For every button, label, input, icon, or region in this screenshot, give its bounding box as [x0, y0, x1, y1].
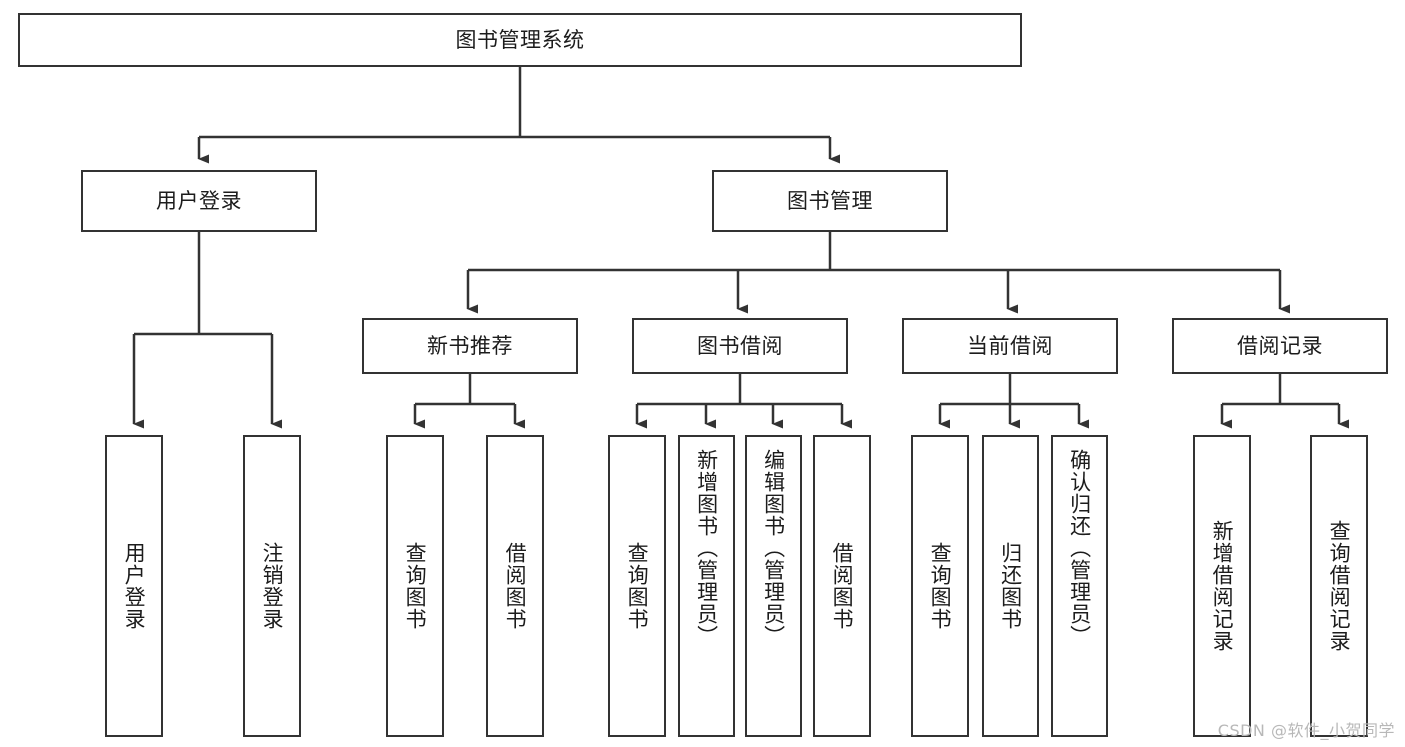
node-label: 当前借阅	[967, 333, 1053, 358]
node-leaf-return-book[interactable]: 归还图书	[982, 435, 1039, 737]
node-label: 查询图书	[403, 542, 428, 630]
node-borrow-record[interactable]: 借阅记录	[1172, 318, 1388, 374]
node-label: 借阅图书	[830, 542, 855, 630]
node-leaf-borrow-book[interactable]: 借阅图书	[813, 435, 871, 737]
node-leaf-add-borrow-record[interactable]: 新增借阅记录	[1193, 435, 1251, 737]
node-root-book-management-system[interactable]: 图书管理系统	[18, 13, 1022, 67]
node-label: 借阅记录	[1237, 333, 1323, 358]
node-label: 图书管理系统	[455, 27, 585, 52]
node-label: 查询借阅记录	[1327, 520, 1352, 652]
node-label: 图书管理	[787, 188, 873, 213]
node-label: 图书借阅	[697, 333, 783, 358]
node-leaf-user-login[interactable]: 用户登录	[105, 435, 163, 737]
node-leaf-query-book-recommend[interactable]: 查询图书	[386, 435, 444, 737]
node-label: 注销登录	[260, 542, 285, 630]
node-label: 用户登录	[122, 542, 147, 630]
node-label: 归还图书	[998, 542, 1023, 630]
node-label: 新增借阅记录	[1210, 520, 1235, 652]
node-leaf-edit-book-admin[interactable]: 编辑图书（管理员）	[745, 435, 802, 737]
node-leaf-query-book-current[interactable]: 查询图书	[911, 435, 969, 737]
node-label: 借阅图书	[503, 542, 528, 630]
node-current-borrow[interactable]: 当前借阅	[902, 318, 1118, 374]
node-leaf-query-borrow-record[interactable]: 查询借阅记录	[1310, 435, 1368, 737]
node-label: 用户登录	[156, 188, 242, 213]
node-label: 查询图书	[625, 542, 650, 630]
node-user-login[interactable]: 用户登录	[81, 170, 317, 232]
node-book-borrow[interactable]: 图书借阅	[632, 318, 848, 374]
node-leaf-borrow-book-recommend[interactable]: 借阅图书	[486, 435, 544, 737]
node-leaf-logout[interactable]: 注销登录	[243, 435, 301, 737]
node-label: 编辑图书（管理员）	[761, 449, 786, 647]
node-new-book-recommend[interactable]: 新书推荐	[362, 318, 578, 374]
node-label: 新书推荐	[427, 333, 513, 358]
node-label: 新增图书（管理员）	[694, 449, 719, 647]
node-leaf-confirm-return-admin[interactable]: 确认归还（管理员）	[1051, 435, 1108, 737]
watermark-text: CSDN @软件_小贺同学	[1217, 721, 1395, 740]
node-label: 确认归还（管理员）	[1067, 449, 1092, 647]
node-leaf-query-book-borrow[interactable]: 查询图书	[608, 435, 666, 737]
node-label: 查询图书	[928, 542, 953, 630]
node-leaf-add-book-admin[interactable]: 新增图书（管理员）	[678, 435, 735, 737]
node-book-management[interactable]: 图书管理	[712, 170, 948, 232]
